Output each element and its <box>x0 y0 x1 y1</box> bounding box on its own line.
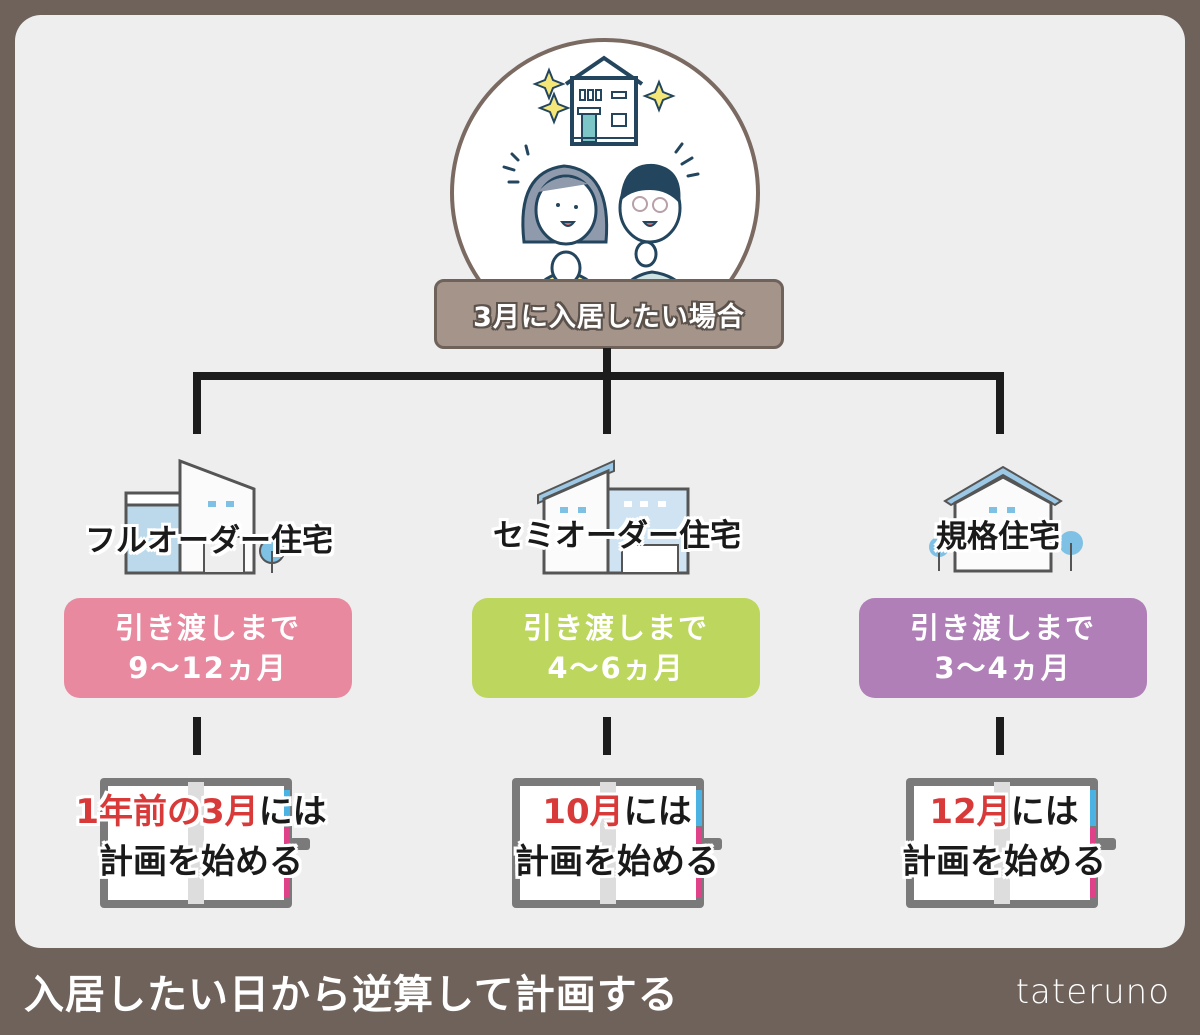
delivery-period-badge: 引き渡しまで 4〜6ヵ月 <box>472 598 760 698</box>
plan-start-month: 1年前の3月 <box>75 792 259 832</box>
brand-logo: tateruno <box>1015 972 1170 1012</box>
connector-down-center <box>603 717 611 755</box>
plan-start-month: 12月 <box>929 792 1011 832</box>
planner-notebook-icon <box>512 778 722 908</box>
period-line1: 引き渡しまで <box>909 611 1096 645</box>
plan-start-text: 1年前の3月には 計画を始める <box>56 787 346 887</box>
planner-notebook-icon <box>100 778 310 908</box>
plan-start-text: 12月には 計画を始める <box>859 787 1149 887</box>
delivery-period-badge: 引き渡しまで 3〜4ヵ月 <box>859 598 1147 698</box>
period-line2: 9〜12ヵ月 <box>128 651 288 685</box>
house-type-label: 規格住宅 <box>936 519 1060 555</box>
period-line2: 4〜6ヵ月 <box>547 651 685 685</box>
column-semi-order: セミオーダー住宅 引き渡しまで 4〜6ヵ月 10月には 計画を始める <box>472 455 762 915</box>
connector-down-right <box>996 717 1004 755</box>
column-full-order: フルオーダー住宅 引き渡しまで 9〜12ヵ月 1年前の3月には 計画を始める <box>64 455 354 915</box>
plan-start-line2: 計画を始める <box>902 842 1106 882</box>
full-order-house-icon <box>124 458 285 575</box>
connector-right <box>996 372 1004 434</box>
plan-start-text: 10月には 計画を始める <box>472 787 762 887</box>
period-line1: 引き渡しまで <box>114 611 301 645</box>
house-type-label: フルオーダー住宅 <box>85 523 333 559</box>
plan-start-suffix: には <box>1010 792 1079 832</box>
footer-title: 入居したい日から逆算して計画する <box>24 972 679 1018</box>
plan-start-suffix: には <box>258 792 327 832</box>
period-line2: 3〜4ヵ月 <box>934 651 1072 685</box>
standard-house-icon <box>929 465 1083 573</box>
plan-start-suffix: には <box>623 792 692 832</box>
house-type-label: セミオーダー住宅 <box>493 518 741 554</box>
connector-down-left <box>193 717 201 755</box>
connector-left <box>193 372 201 434</box>
period-line1: 引き渡しまで <box>522 611 709 645</box>
plan-start-month: 10月 <box>542 792 624 832</box>
plan-start-line2: 計画を始める <box>99 842 303 882</box>
connector-horizontal <box>193 372 1004 380</box>
planner-notebook-icon <box>906 778 1116 908</box>
scenario-label: 3月に入居したい場合 <box>434 279 784 349</box>
semi-order-house-icon <box>537 459 690 575</box>
plan-start-line2: 計画を始める <box>515 842 719 882</box>
column-standard: 規格住宅 引き渡しまで 3〜4ヵ月 12月には 計画を始める <box>859 455 1149 915</box>
delivery-period-badge: 引き渡しまで 9〜12ヵ月 <box>64 598 352 698</box>
connector-center <box>603 348 611 434</box>
